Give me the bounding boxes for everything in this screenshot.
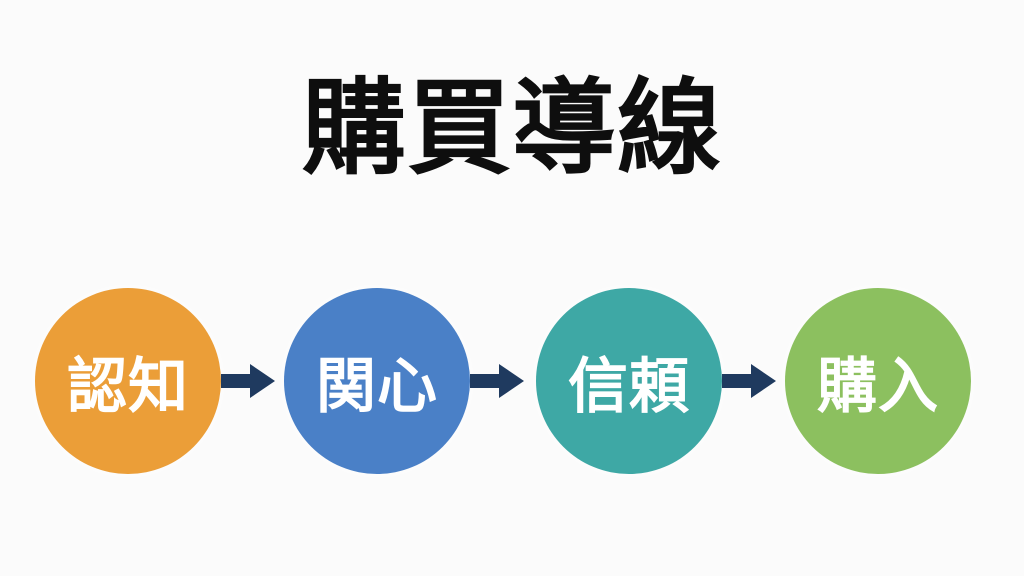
page-title: 購買導線 [301, 67, 723, 189]
right-arrow-icon [722, 364, 776, 398]
right-arrow-icon [470, 364, 524, 398]
right-arrow-icon [221, 364, 275, 398]
flow-step-label: 関心 [316, 351, 438, 422]
flow-step-interest: 関心 [284, 288, 470, 474]
flow-step-label: 信頼 [568, 351, 690, 422]
flow-step-awareness: 認知 [35, 288, 221, 474]
flow-step-trust: 信頼 [536, 288, 722, 474]
flow-step-label: 購入 [817, 351, 939, 422]
flow-step-purchase: 購入 [785, 288, 971, 474]
flow-step-label: 認知 [67, 351, 189, 422]
